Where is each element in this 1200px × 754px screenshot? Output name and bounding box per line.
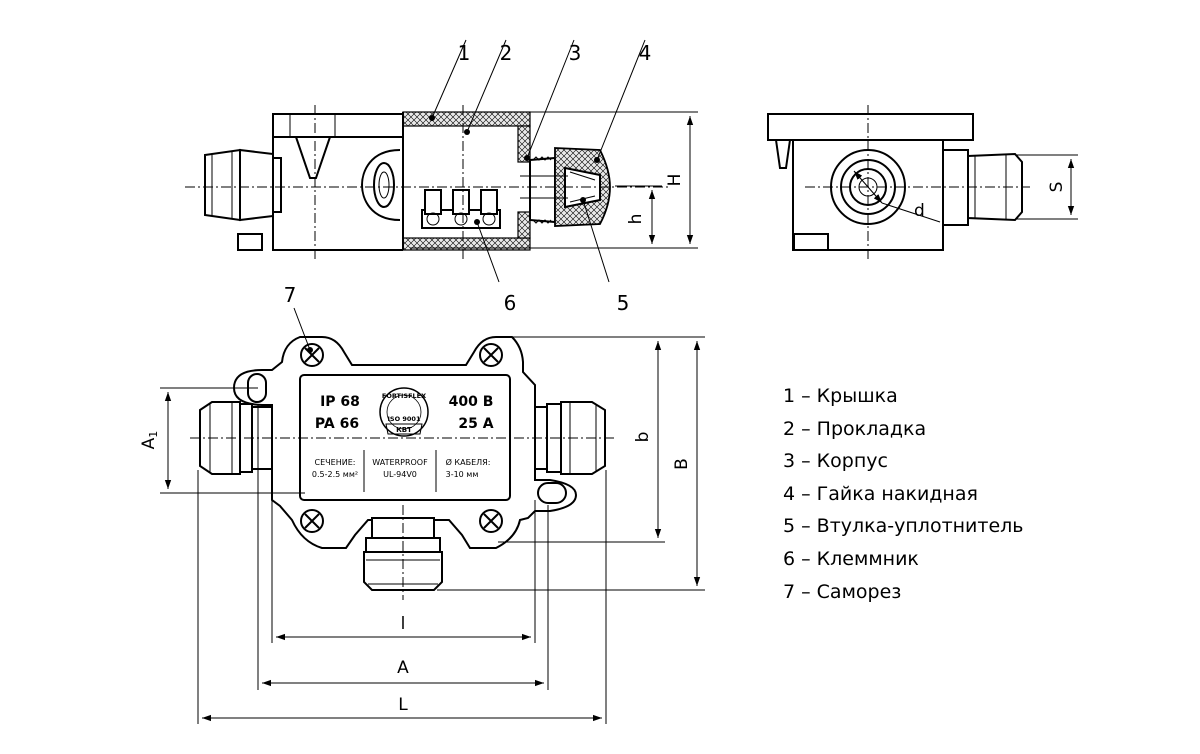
fortisflex-logo-icon: FORTISFLEX ISO 9001 КВТ <box>379 387 429 437</box>
screw-br <box>479 509 503 533</box>
plate-amp: 25 А <box>458 416 493 432</box>
svg-text:ISO 9001: ISO 9001 <box>388 415 421 423</box>
end-view: d S <box>767 105 1078 262</box>
callout-4: 4 <box>639 41 652 65</box>
legend-item-1: 1 – Крышка <box>783 385 898 407</box>
callout-5: 5 <box>617 291 630 315</box>
label-plate: IP 68 PA 66 400 В 25 А FORTISFLEX ISO 90… <box>312 387 494 492</box>
callout-2: 2 <box>500 41 513 65</box>
dim-b: b <box>633 432 653 443</box>
dim-L: L <box>398 695 408 715</box>
plate-waterproof: WATERPROOF <box>372 458 428 467</box>
legend-item-5: 5 – Втулка-уплотнитель <box>783 515 1024 538</box>
plate-material: UL-94V0 <box>383 470 417 479</box>
top-view: IP 68 PA 66 400 В 25 А FORTISFLEX ISO 90… <box>139 283 705 724</box>
plate-cable-value: 3-10 мм <box>446 470 479 479</box>
plate-ip: IP 68 <box>320 394 360 410</box>
legend-item-2: 2 – Прокладка <box>783 417 927 440</box>
plate-volt: 400 В <box>449 394 494 410</box>
side-section-view: H h 1 2 3 4 5 6 <box>185 39 698 315</box>
screw-tr <box>479 343 503 367</box>
plate-section-value: 0.5-2.5 мм² <box>312 470 358 479</box>
legend-item-7: 7 – Саморез <box>783 580 902 603</box>
callout-7: 7 <box>284 283 297 307</box>
svg-text:FORTISFLEX: FORTISFLEX <box>382 392 426 400</box>
dim-A1: A1 <box>139 431 160 450</box>
parts-legend: 1 – Крышка 2 – Прокладка 3 – Корпус 4 – … <box>783 383 1083 611</box>
legend-item-6: 6 – Клеммник <box>783 547 919 570</box>
dim-l: l <box>401 614 406 634</box>
plate-pa: PA 66 <box>315 416 359 432</box>
callout-6: 6 <box>504 291 517 315</box>
dim-B: B <box>672 458 692 470</box>
plate-section-title: СЕЧЕНИЕ: <box>315 458 356 467</box>
dim-S: S <box>1047 182 1067 193</box>
dim-H: H <box>665 174 685 187</box>
legend-item-3: 3 – Корпус <box>783 450 888 473</box>
dim-h: h <box>626 214 646 225</box>
terminal-block <box>421 189 501 229</box>
screw-bl <box>300 509 324 533</box>
callout-3: 3 <box>569 41 582 65</box>
dim-d: d <box>914 201 925 221</box>
svg-text:КВТ: КВТ <box>396 426 412 434</box>
plate-cable-title: Ø КАБЕЛЯ: <box>446 457 491 467</box>
legend-item-4: 4 – Гайка накидная <box>783 482 978 505</box>
dim-A: A <box>397 658 409 678</box>
callout-1: 1 <box>458 41 471 65</box>
